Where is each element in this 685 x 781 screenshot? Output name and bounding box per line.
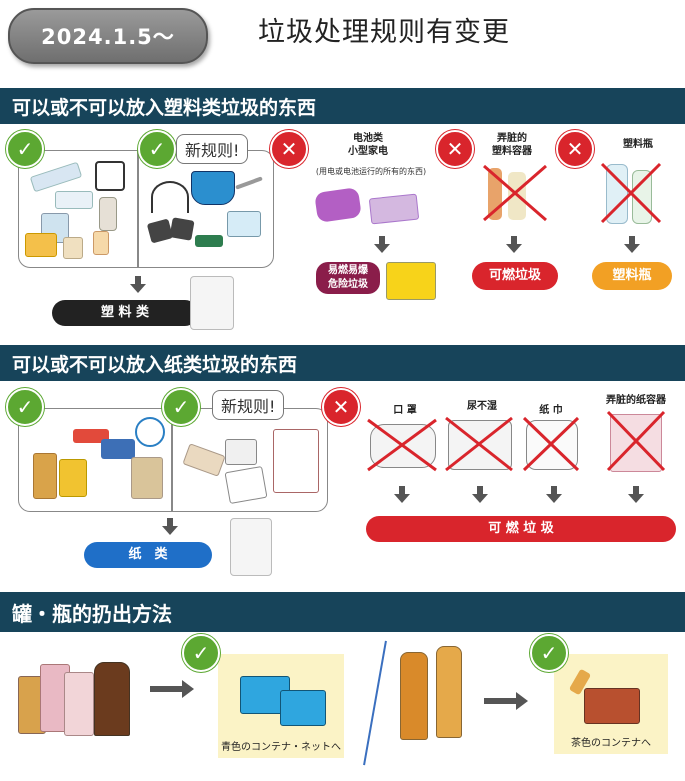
down-arrow-icon <box>546 486 562 503</box>
right-arrow-head-icon <box>182 680 194 698</box>
strike-x-icon <box>367 418 437 472</box>
strike-x-icon <box>600 162 662 224</box>
plastic-box-illustration <box>227 211 261 237</box>
no-item-label: 电池类 小型家电 <box>348 133 388 157</box>
plastic-bag-sample <box>190 276 234 330</box>
divider-line <box>363 640 387 766</box>
ok-check-icon: ✓ <box>6 388 44 426</box>
food-pack-illustration <box>25 233 57 257</box>
ok-check-icon: ✓ <box>6 130 44 168</box>
blue-container-panel: 青色のコンテナ・ネットへ <box>218 654 344 758</box>
paper-bag-sample <box>230 518 272 576</box>
strike-x-icon <box>483 164 547 222</box>
no-item-label: 纸 巾 <box>539 405 563 416</box>
paper-scrap-illustration <box>225 439 257 465</box>
down-arrow-icon <box>374 236 390 253</box>
down-arrow-icon <box>130 276 146 293</box>
coffee-bottle-can-illustration <box>94 662 130 736</box>
bottle-caption: 茶色のコンテナへ <box>571 738 651 749</box>
brown-container-panel: 茶色のコンテナへ <box>554 654 668 754</box>
ok-check-icon: ✓ <box>530 634 568 672</box>
page-title: 垃圾处理规则有变更 <box>258 17 510 48</box>
paper-result-pill: 纸 类 <box>84 542 212 568</box>
brown-bottle-illustration <box>436 646 462 738</box>
panel-divider <box>137 151 139 267</box>
tube-illustration <box>93 231 109 255</box>
ok-check-icon: ✓ <box>182 634 220 672</box>
down-arrow-icon <box>394 486 410 503</box>
bucket-illustration <box>191 171 235 205</box>
battery-illustration <box>368 193 420 225</box>
new-rule-bubble: 新规则! <box>212 390 285 420</box>
pet-bottle-illustration <box>606 164 628 224</box>
down-arrow-icon <box>506 236 522 253</box>
box-illustration <box>73 429 109 443</box>
pet-bottle-result-pill: 塑料瓶 <box>592 262 672 290</box>
burnable-result-pill: 可 燃 垃 圾 <box>366 516 676 542</box>
hanger-illustration <box>151 181 189 213</box>
section-cans-bottles-title: 罐・瓶的扔出方法 <box>0 592 685 632</box>
right-arrow-icon <box>484 698 518 704</box>
plastic-ok-panel <box>18 150 274 268</box>
plastic-bag-illustration <box>29 161 83 193</box>
paper-bag-illustration <box>131 457 163 499</box>
no-x-icon: ✕ <box>322 388 360 426</box>
sponge-illustration <box>195 235 223 247</box>
right-arrow-icon <box>150 686 184 692</box>
no-item-label: 弄脏的 塑料容器 <box>492 133 532 157</box>
recycle-mark-icon <box>95 161 125 191</box>
ok-check-icon: ✓ <box>138 130 176 168</box>
no-item-label: 口 罩 <box>393 405 417 416</box>
cutlery-illustration <box>235 176 263 190</box>
no-item-sub: (用电或电池运行的所有的东西) <box>315 167 427 176</box>
burnable-result-pill: 可燃垃圾 <box>472 262 558 290</box>
no-item-label: 塑料瓶 <box>623 139 653 150</box>
no-x-icon: ✕ <box>436 130 474 168</box>
no-item-label: 弄脏的纸容器 <box>606 395 666 406</box>
panel-divider <box>171 409 173 511</box>
no-x-icon: ✕ <box>270 130 308 168</box>
can-caption: 青色のコンテナ・ネットへ <box>221 742 341 753</box>
no-x-icon: ✕ <box>556 130 594 168</box>
receipt-illustration <box>224 465 268 505</box>
box-illustration <box>101 439 135 459</box>
envelope-illustration <box>273 429 319 493</box>
hazardous-result-pill: 易燃易爆 危险垃圾 <box>316 262 380 294</box>
cd-case-illustration <box>146 218 174 244</box>
down-arrow-icon <box>472 486 488 503</box>
tray-illustration <box>55 191 93 209</box>
game-console-illustration <box>314 187 362 223</box>
down-arrow-icon <box>162 518 178 535</box>
brown-bottle-illustration <box>400 652 428 740</box>
tube-core-illustration <box>182 443 226 477</box>
blue-crate-illustration <box>280 690 326 726</box>
can-illustration <box>33 453 57 499</box>
container-illustration <box>63 237 83 259</box>
ok-check-icon: ✓ <box>162 388 200 426</box>
down-arrow-icon <box>628 486 644 503</box>
down-arrow-icon <box>624 236 640 253</box>
strike-x-icon <box>445 416 513 472</box>
pump-bottle-illustration <box>99 197 117 231</box>
strike-x-icon <box>606 410 666 472</box>
carton-illustration <box>59 459 87 497</box>
new-rule-bubble: 新规则! <box>176 134 249 164</box>
paper-ok-panel <box>18 408 328 512</box>
paper-mark-icon <box>135 417 165 447</box>
dvd-case-illustration <box>169 217 195 241</box>
section-plastic-title: 可以或不可以放入塑料类垃圾的东西 <box>0 88 685 124</box>
hazardous-bin-illustration <box>386 262 436 300</box>
date-badge: 2024.1.5～ <box>8 8 208 64</box>
plastic-result-pill: 塑 料 类 <box>52 300 198 326</box>
can-illustration <box>64 672 94 736</box>
section-paper-title: 可以或不可以放入纸类垃圾的东西 <box>0 345 685 381</box>
strike-x-icon <box>522 416 580 472</box>
brown-crate-illustration <box>584 688 640 724</box>
no-item-label: 尿不湿 <box>467 401 497 412</box>
right-arrow-head-icon <box>516 692 528 710</box>
